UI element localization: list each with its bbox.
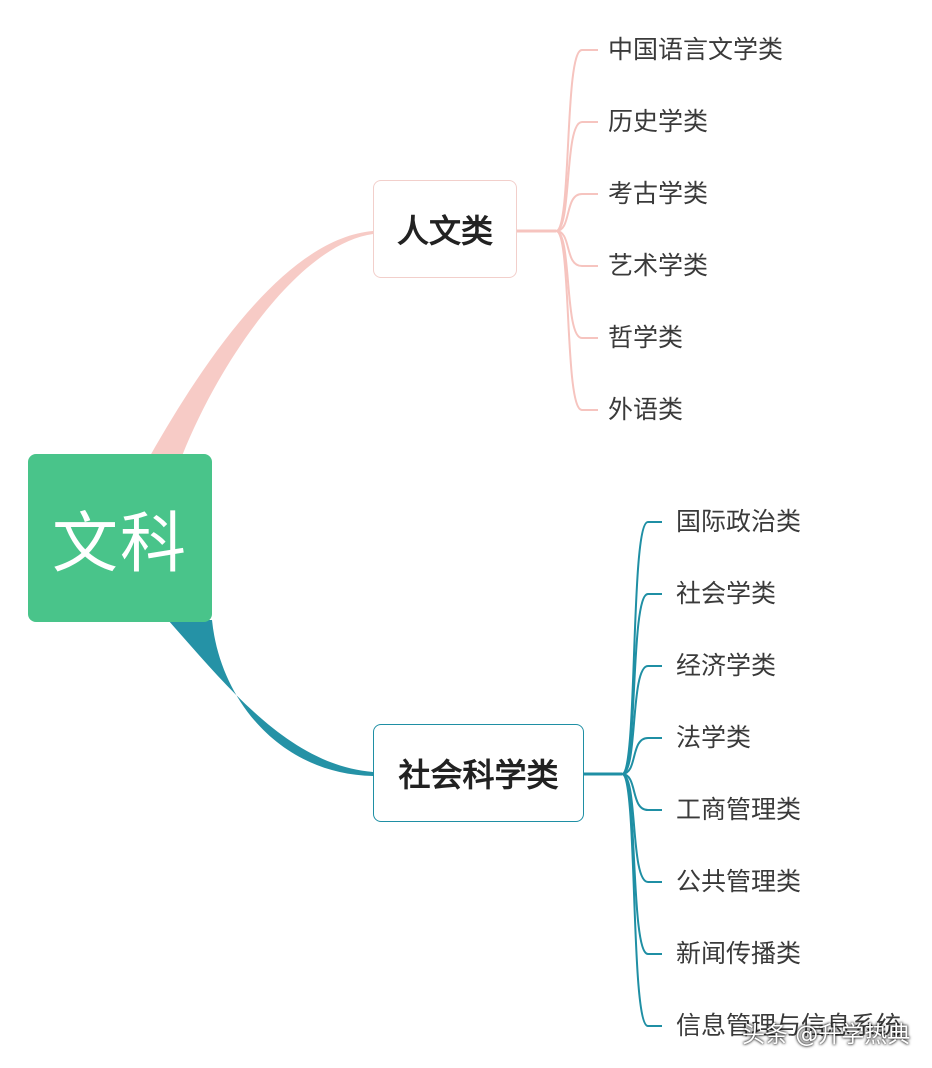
leaf-humanities-4[interactable]: 哲学类 [608,323,684,352]
connector-humanities-leaf-1 [555,121,598,232]
connector-root-to-humanities [150,231,373,456]
leaf-social-3[interactable]: 法学类 [676,723,752,752]
branch-humanities[interactable]: 人文类 [373,180,517,278]
social-leaf-connectors [621,521,662,1027]
connector-social-leaf-7 [621,773,662,1027]
connector-humanities-leaf-5 [555,230,598,411]
root-label: 文科 [52,505,188,582]
branch-humanities-label: 人文类 [396,212,493,250]
connector-root-to-social [168,620,373,776]
leaf-humanities-0[interactable]: 中国语言文学类 [608,35,784,64]
leaf-humanities-2[interactable]: 考古学类 [608,179,709,208]
connector-social-leaf-2 [621,665,662,775]
humanities-leaf-connectors [555,49,598,411]
connector-humanities-leaf-0 [555,49,598,232]
connector-humanities-leaf-3 [555,230,598,267]
connector-humanities-leaf-2 [555,193,598,232]
leaf-social-2[interactable]: 经济学类 [676,651,777,680]
connector-social-leaf-4 [621,773,662,811]
connector-social-leaf-6 [621,773,662,955]
connector-social-leaf-1 [621,593,662,775]
leaf-humanities-1[interactable]: 历史学类 [608,107,709,136]
branch-social-sciences[interactable]: 社会科学类 [373,724,584,822]
watermark-text: 头条 @升学热典 [742,1022,911,1048]
leaf-social-4[interactable]: 工商管理类 [676,795,802,824]
branch-social-sciences-label: 社会科学类 [398,756,559,794]
leaf-social-1[interactable]: 社会学类 [676,579,777,608]
leaf-humanities-5[interactable]: 外语类 [608,395,684,424]
connector-social-leaf-0 [621,521,662,775]
leaf-social-0[interactable]: 国际政治类 [676,507,802,536]
connector-social-leaf-3 [621,737,662,775]
root-node[interactable]: 文科 [28,454,212,622]
leaf-social-6[interactable]: 新闻传播类 [676,939,802,968]
leaf-humanities-3[interactable]: 艺术学类 [608,251,709,280]
leaf-social-5[interactable]: 公共管理类 [676,867,802,896]
leaf-social-7[interactable]: 信息管理与信息系统 [676,1011,902,1040]
